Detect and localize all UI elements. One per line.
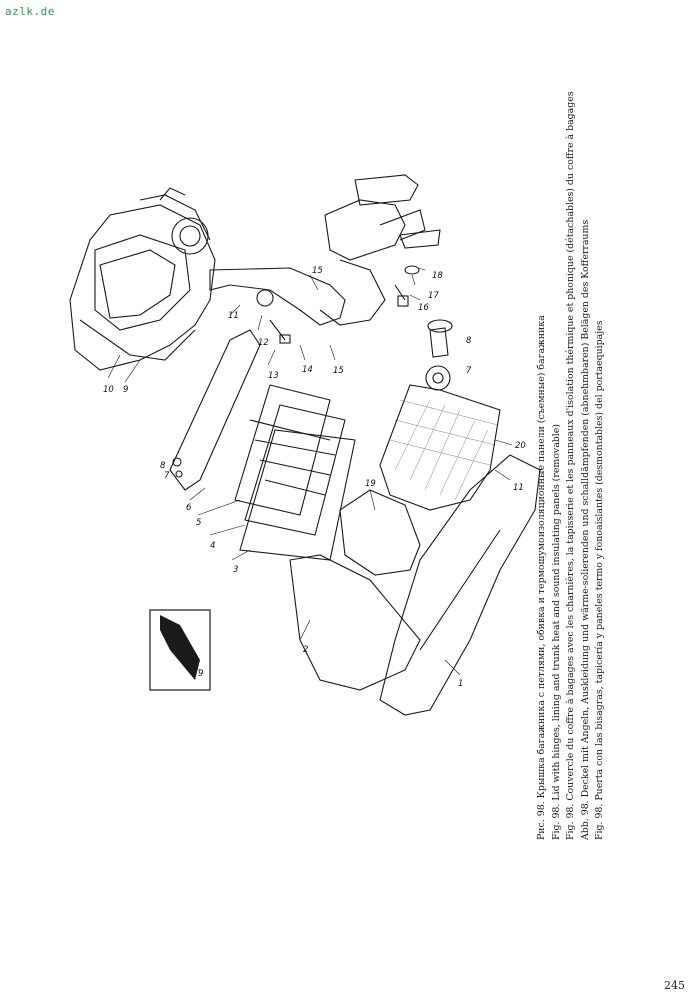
side-panel-stack-illustration — [234, 384, 356, 561]
callout-7-detail: 7 — [466, 366, 472, 376]
fastener-detail-illustration — [425, 319, 453, 391]
callout-1: 1 — [458, 679, 463, 689]
hinge-arm-illustration — [209, 267, 346, 326]
callout-14: 14 — [302, 365, 313, 375]
panel-2-illustration — [289, 554, 421, 691]
callout-5: 5 — [196, 518, 201, 528]
callout-9-inset: 9 — [198, 669, 203, 679]
callout-18: 18 — [432, 271, 443, 281]
callout-3: 3 — [233, 565, 238, 575]
callout-11: 11 — [228, 311, 239, 321]
callout-8-detail: 8 — [466, 336, 472, 346]
callout-6: 6 — [186, 503, 192, 513]
callout-19: 19 — [365, 479, 376, 489]
mat-panel-20-illustration — [379, 384, 501, 511]
callout-8: 8 — [160, 461, 166, 471]
caption-english: Fig. 98. Lid with hinges, lining and tru… — [550, 424, 562, 840]
caption-spanish: Fig. 98. Puerta con las bisagras, tapice… — [594, 320, 605, 840]
hinge-bracket-illustration — [319, 174, 441, 326]
callout-9: 9 — [123, 385, 128, 395]
callout-7: 7 — [164, 471, 170, 481]
leader-lines — [107, 267, 513, 676]
callout-13: 13 — [268, 371, 279, 381]
caption-german: Abb. 98. Deckel mit Angeln, Auskleidung … — [579, 219, 591, 840]
callout-numbers: 1 2 3 4 5 6 7 8 9 10 11 12 13 14 15 16 1… — [103, 266, 526, 689]
callout-17: 17 — [428, 291, 439, 301]
car-body-illustration — [69, 187, 216, 371]
callout-11-panel: 11 — [513, 483, 524, 493]
callout-16: 16 — [418, 303, 429, 313]
callout-10: 10 — [103, 385, 114, 395]
panel-6-illustration — [169, 329, 261, 491]
figure-caption: Рис. 98. Крышка багажника с петлями, оби… — [535, 40, 608, 840]
wheel-arch-cover-illustration — [339, 489, 421, 576]
callout-2: 2 — [303, 645, 308, 655]
bolt-illustration — [256, 265, 420, 344]
callout-20: 20 — [515, 441, 526, 451]
floor-panel-illustration — [379, 454, 541, 716]
callout-15: 15 — [333, 366, 344, 376]
callout-15-hinge: 15 — [312, 266, 323, 276]
caption-russian: Рис. 98. Крышка багажника с петлями, оби… — [536, 315, 547, 840]
callout-12: 12 — [258, 338, 269, 348]
detail-inset-9 — [149, 609, 211, 691]
callout-4: 4 — [210, 541, 215, 551]
page-number: 245 — [664, 979, 685, 992]
caption-french: Fig. 98. Couvercle du coffre à bagages a… — [565, 91, 576, 840]
watermark: azlk.de — [5, 5, 55, 18]
small-clip-illustration — [172, 457, 182, 467]
